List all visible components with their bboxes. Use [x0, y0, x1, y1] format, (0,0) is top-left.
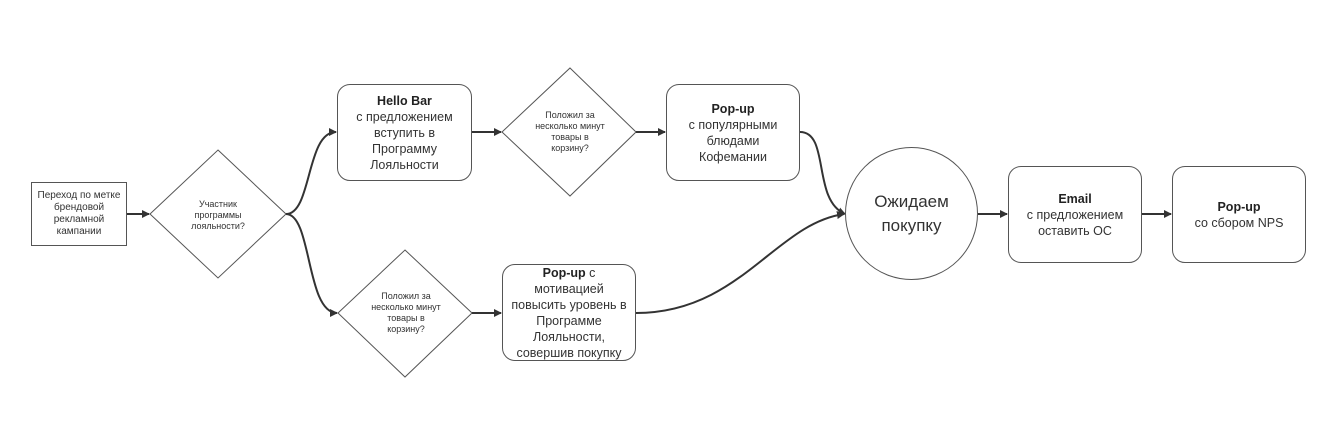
- popup-nps-text: со сбором NPS: [1194, 215, 1284, 230]
- hello-bar-text: с предложением вступить в Программу Лоял…: [356, 109, 453, 172]
- email-title: Email: [1058, 191, 1092, 206]
- decision-cart-bottom-label: Положил за несколько минут товары в корз…: [371, 291, 441, 334]
- popup-nps-node: Pop-up со сбором NPS: [1172, 166, 1306, 263]
- edge-motivation-to-wait: [635, 211, 845, 314]
- popup-motivation-text: с мотивацией повысить уровень в Программ…: [511, 265, 627, 360]
- email-node: Email с предложением оставить ОС: [1008, 166, 1142, 263]
- hello-bar-node: Hello Bar с предложением вступить в Прог…: [337, 84, 472, 181]
- popup-motivation-node: Pop-up с мотивацией повысить уровень в П…: [502, 264, 636, 361]
- edge-popup-to-wait: [799, 131, 846, 215]
- start-node-text: Переход по метке брендовой рекламной кам…: [37, 190, 121, 237]
- decision-cart-top-label: Положил за несколько минут товары в корз…: [535, 110, 605, 153]
- popup-popular-title: Pop-up: [711, 101, 755, 116]
- popup-nps-title: Pop-up: [1217, 199, 1261, 214]
- edge-decision-to-cart-bottom: [285, 213, 338, 317]
- wait-purchase-text: Ожидаем покупку: [874, 191, 949, 235]
- wait-purchase-node: Ожидаем покупку: [845, 147, 978, 280]
- decision-loyalty-shape: [149, 149, 287, 279]
- popup-popular-node: Pop-up с популярными блюдами Кофемании: [666, 84, 800, 181]
- start-node: Переход по метке брендовой рекламной кам…: [31, 182, 127, 246]
- decision-cart-top-shape: [501, 67, 637, 197]
- decision-loyalty-label: Участник программы лояльности?: [191, 198, 245, 231]
- popup-popular-text: с популярными блюдами Кофемании: [688, 117, 778, 164]
- email-text: с предложением оставить ОС: [1026, 207, 1124, 238]
- hello-bar-title: Hello Bar: [377, 93, 432, 108]
- edge-decision-to-hellobar: [285, 128, 337, 215]
- popup-motivation-title: Pop-up: [542, 265, 586, 280]
- decision-cart-bottom-shape: [337, 249, 473, 378]
